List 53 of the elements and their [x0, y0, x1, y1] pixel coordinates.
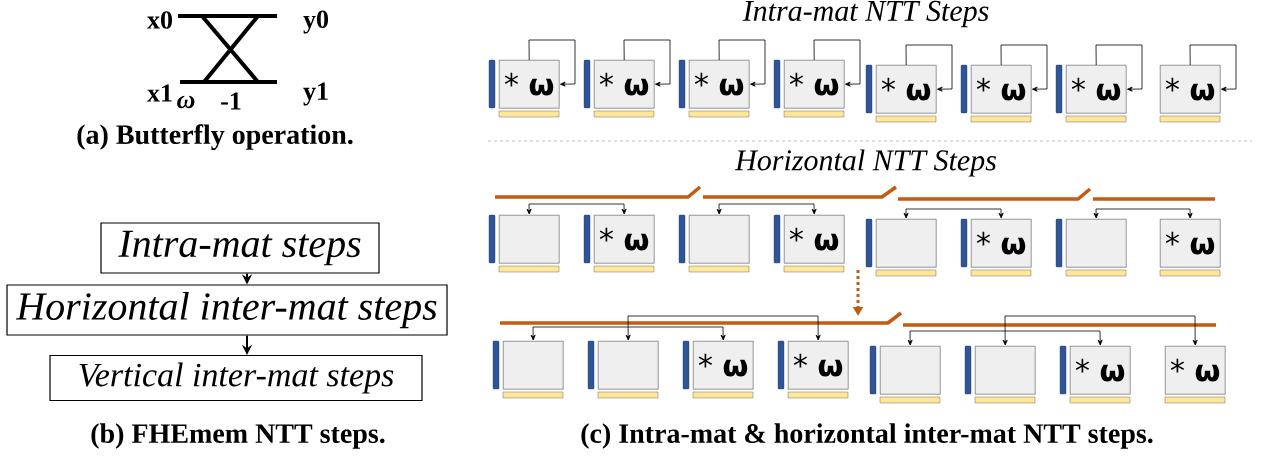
caption: (c) Intra-mat & horizontal inter-mat NTT steps.	[581, 423, 1153, 449]
panel-title: Horizontal NTT Steps	[734, 149, 996, 177]
step-box: Intra-mat steps	[100, 222, 380, 274]
signal-label: -1	[221, 92, 241, 110]
mat-box: *ω	[784, 60, 845, 109]
step-box: Vertical inter-mat steps	[49, 354, 423, 402]
mat-box: *ω	[1165, 346, 1226, 395]
arrow	[530, 326, 726, 341]
mat-box	[880, 346, 941, 395]
arrow	[526, 203, 627, 215]
arrow	[625, 315, 821, 341]
mat-box: *ω	[1160, 65, 1221, 114]
mat-box: *ω	[1066, 65, 1127, 114]
mat-box: *ω	[499, 60, 560, 109]
arrow	[718, 39, 766, 87]
arrow	[903, 208, 1004, 219]
arrow	[1000, 44, 1048, 92]
mat-box: *ω	[788, 341, 849, 390]
mat-box	[689, 215, 750, 264]
mat-box: *ω	[594, 215, 655, 264]
arrow	[907, 330, 1103, 346]
caption: (a) Butterfly operation.	[77, 124, 353, 150]
mat-box	[975, 346, 1036, 395]
signal-label: x0	[147, 11, 172, 29]
mat-box: *ω	[971, 219, 1032, 268]
mat-box: *ω	[1070, 346, 1131, 395]
mat-box	[499, 215, 560, 264]
arrow	[905, 44, 953, 92]
signal-label: y1	[303, 82, 328, 106]
arrow	[1095, 44, 1143, 92]
mat-box: *ω	[971, 65, 1032, 114]
mat-box: *ω	[594, 60, 655, 109]
mat-box	[503, 341, 564, 390]
arrow	[716, 203, 817, 215]
arrow	[1189, 44, 1237, 92]
mat-box	[598, 341, 659, 390]
arrow	[528, 39, 576, 87]
arrow	[1093, 208, 1193, 219]
mat-box: *ω	[689, 60, 750, 109]
step-box: Horizontal inter-mat steps	[6, 284, 448, 336]
mat-box: *ω	[784, 215, 845, 264]
arrow	[1002, 315, 1198, 346]
arrow	[813, 39, 861, 87]
mat-box	[1066, 219, 1127, 268]
mat-box	[876, 219, 937, 268]
arrow	[623, 39, 671, 87]
signal-label: y0	[303, 10, 328, 34]
signal-label: ω	[177, 95, 195, 109]
mat-box: *ω	[876, 65, 937, 114]
mat-box: *ω	[1160, 219, 1221, 268]
panel-title: Intra-mat NTT Steps	[742, 0, 989, 28]
mat-box: *ω	[693, 341, 754, 390]
signal-label: x1	[147, 84, 172, 102]
